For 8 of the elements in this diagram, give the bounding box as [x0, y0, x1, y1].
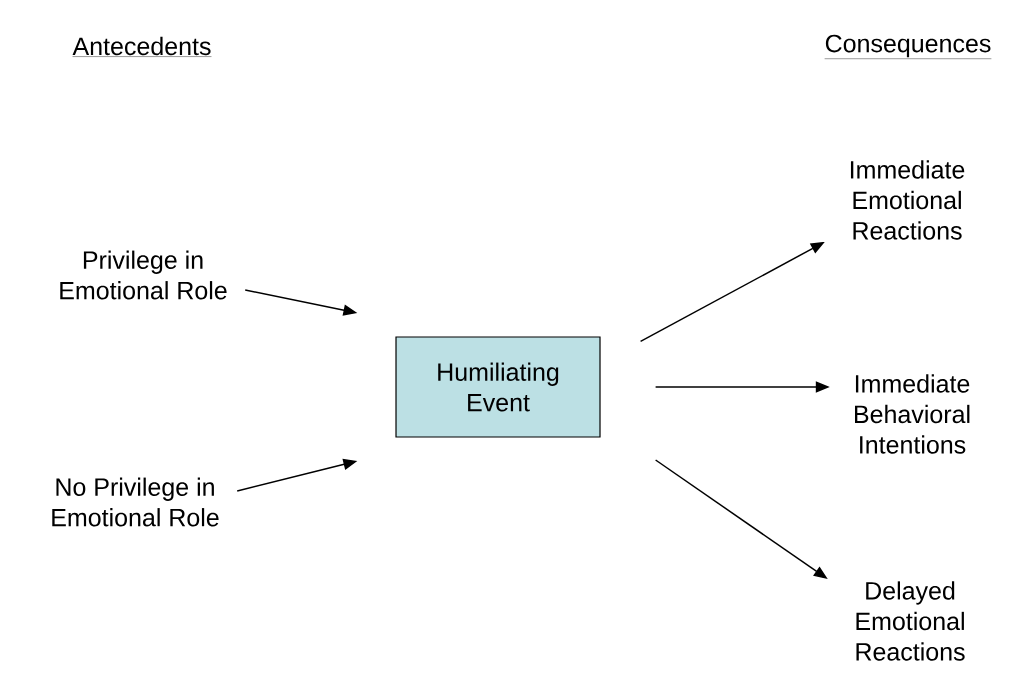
section-heading: Antecedents [72, 36, 212, 57]
node-text: No Privilege in Emotional Role [52, 477, 219, 527]
node-text: Delayed Emotional Reactions [856, 581, 965, 661]
section-heading: Consequences [824, 34, 992, 59]
node-text: Immediate Emotional Reactions [850, 160, 965, 240]
event-box: Humiliating Event [395, 336, 601, 438]
node-text: Immediate Behavioral Intentions [855, 374, 970, 454]
node-text: Privilege in Emotional Role [60, 250, 227, 300]
